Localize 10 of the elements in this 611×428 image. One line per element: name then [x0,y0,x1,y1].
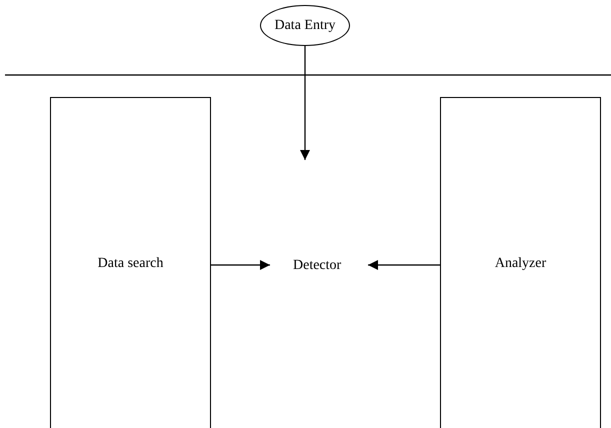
node-label: Detector [293,258,342,274]
process-box [50,97,211,428]
arrow [211,260,270,270]
node-label: Data search [98,256,164,272]
node-label: Analyzer [494,256,546,272]
arrow [368,260,440,270]
node-label: Data Entry [274,18,336,34]
ellipse-node [260,5,350,46]
process-box [440,97,601,428]
arrow [300,46,310,160]
